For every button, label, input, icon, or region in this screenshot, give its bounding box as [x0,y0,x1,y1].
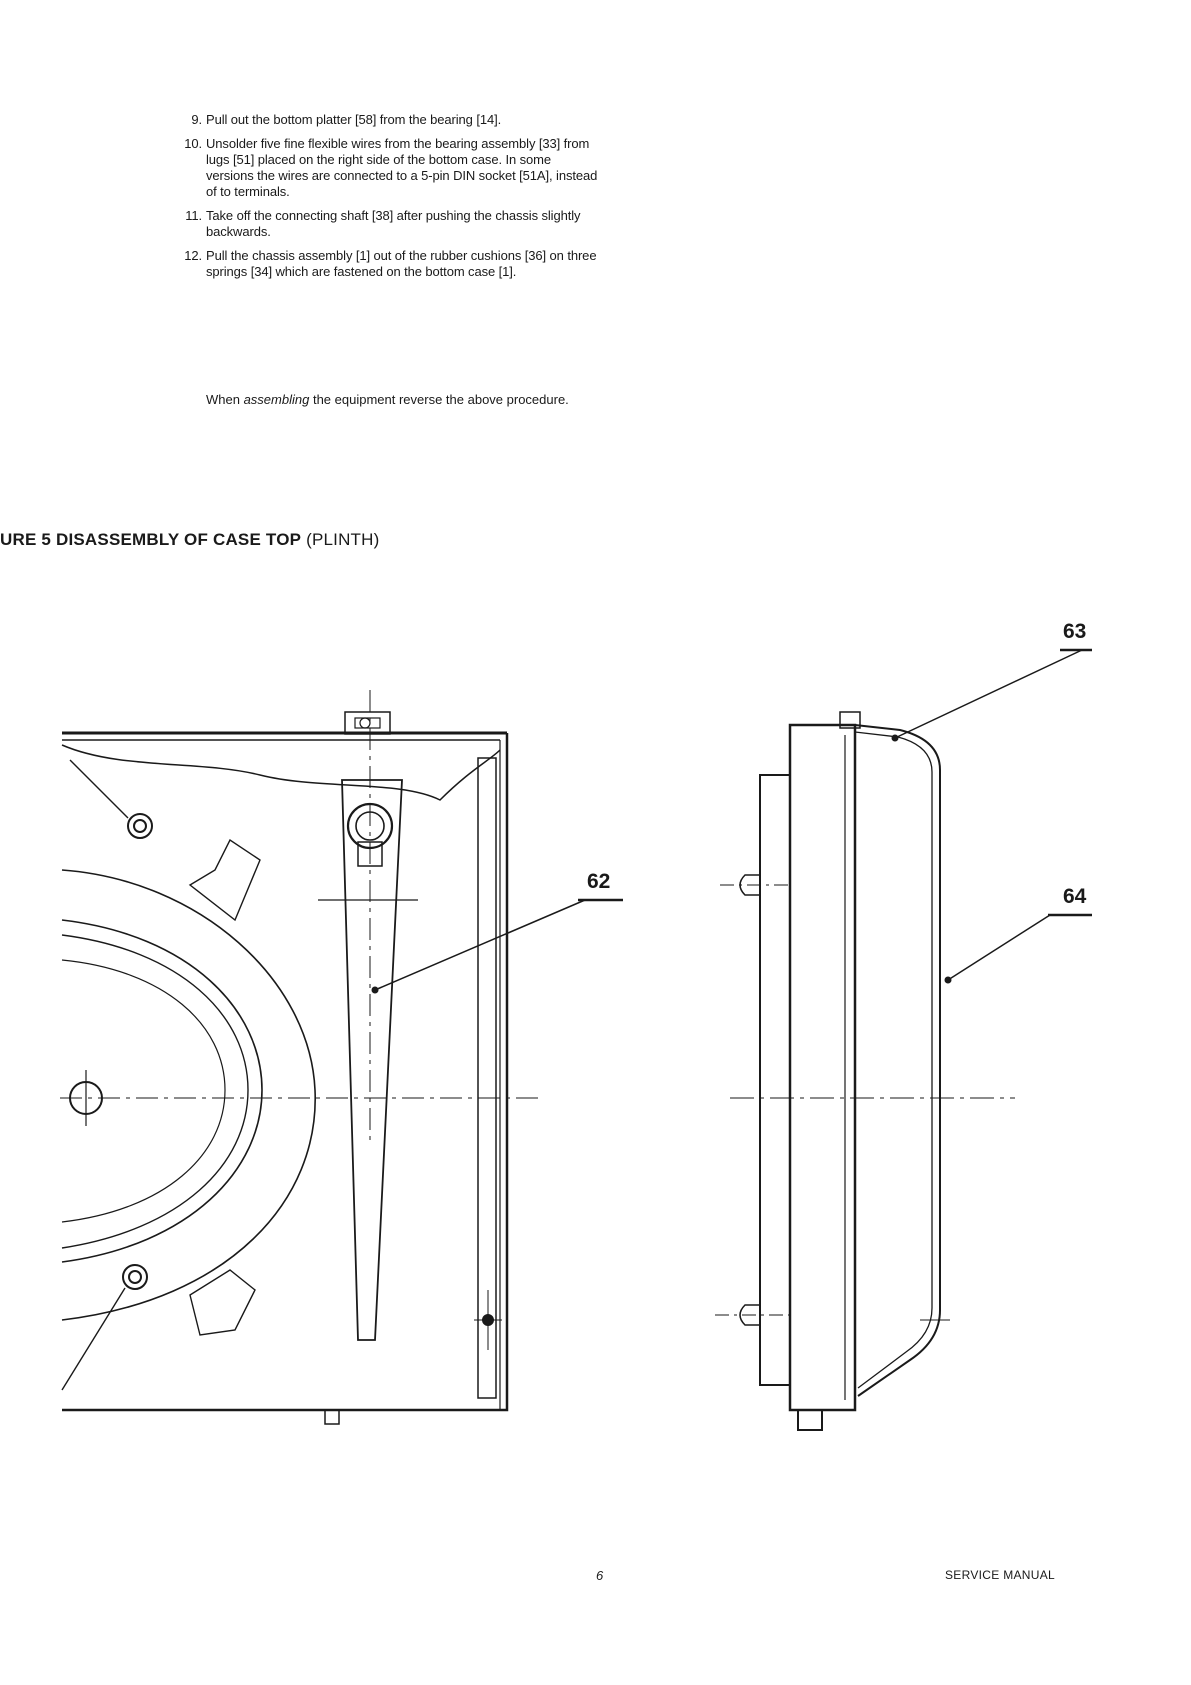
plinth-side-view [715,648,1092,1431]
note-emphasis: assembling [243,392,310,407]
disassembly-drawing [60,648,1092,1431]
plinth-top-view [60,690,623,1425]
step-number: 9. [191,112,202,127]
step-text: Pull the chassis assembly [1] out of the… [206,248,597,279]
step-11: 11. Take off the connecting shaft [38] a… [178,208,598,240]
instruction-steps: 9. Pull out the bottom platter [58] from… [178,112,598,288]
callout-64: 64 [1063,885,1087,908]
note-after: the equipment reverse the above procedur… [309,392,569,407]
step-text: Take off the connecting shaft [38] after… [206,208,581,239]
step-9: 9. Pull out the bottom platter [58] from… [178,112,598,128]
step-10: 10. Unsolder five fine flexible wires fr… [178,136,598,200]
step-12: 12. Pull the chassis assembly [1] out of… [178,248,598,280]
footer-label: SERVICE MANUAL [945,1568,1056,1582]
callout-62: 62 [587,870,611,893]
step-text: Unsolder five fine flexible wires from t… [206,136,598,199]
figure-title-main: URE 5 DISASSEMBLY OF CASE TOP [0,530,302,549]
page-number: 6 [596,1568,604,1583]
note-before: When [206,392,244,407]
callout-63: 63 [1063,620,1087,643]
step-number: 11. [185,208,202,223]
step-text: Pull out the bottom platter [58] from th… [206,112,502,127]
assembly-note: When assembling the equipment reverse th… [206,392,596,408]
step-number: 12. [184,248,202,263]
figure-title-sub: (PLINTH) [301,530,380,549]
step-number: 10. [184,136,202,151]
figure-title: URE 5 DISASSEMBLY OF CASE TOP (PLINTH) [0,530,379,550]
